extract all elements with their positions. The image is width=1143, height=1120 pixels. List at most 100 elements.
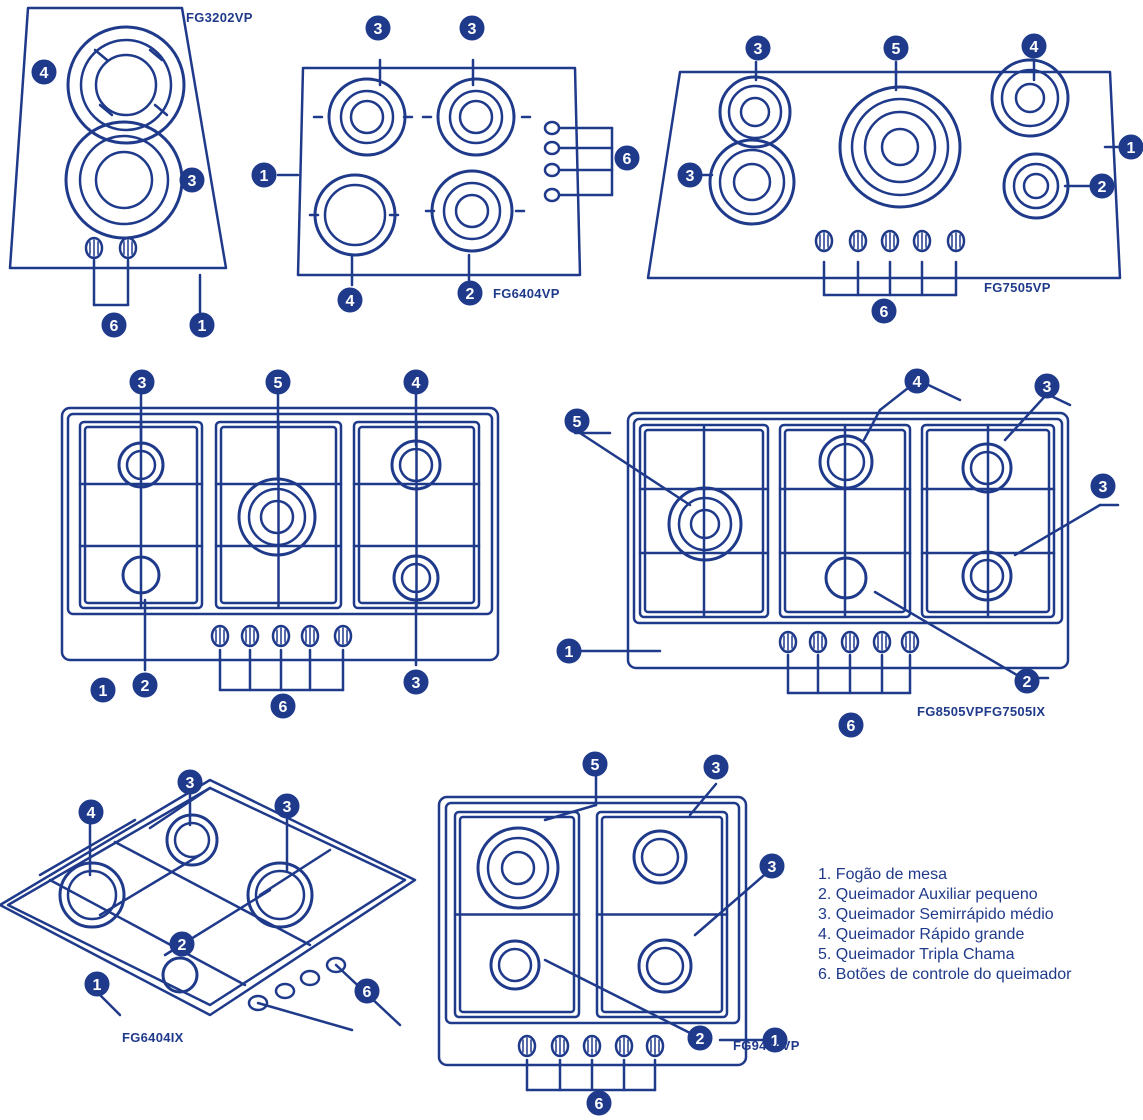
leader-line	[862, 408, 882, 442]
leader-line	[1003, 392, 1049, 442]
cooktop-8505-burner-triple-ring	[667, 486, 743, 562]
callout-number-3: 3	[188, 173, 197, 190]
grate-finger	[93, 48, 109, 62]
cooktop-8505-burner-ring	[818, 434, 874, 490]
callout-number-6: 6	[880, 304, 889, 321]
callout-badge-4	[904, 368, 930, 394]
legend-item-4: 4. Queimador Rápido grande	[818, 926, 1025, 943]
fg7505vp-burner-triple-ring	[850, 97, 950, 197]
leader-line	[543, 803, 598, 822]
fg6404vp-burner-ring	[349, 99, 385, 135]
fg6404vp-burner-ring	[448, 89, 504, 145]
cooktop-8505-burner-triple-ring	[677, 496, 733, 552]
grate-finger	[148, 48, 164, 62]
callout-badge-2	[132, 672, 158, 698]
cooktop-8505-burner-ring	[969, 558, 1005, 594]
control-knob	[880, 229, 900, 253]
control-knob	[543, 140, 561, 156]
callout-number-3: 3	[186, 775, 195, 792]
fg7505vp-burner-ring	[1012, 162, 1060, 210]
fg9404vp-burner-ring	[489, 939, 541, 991]
cooktop-8505-inner	[632, 417, 1064, 625]
fg7505vp-burner-ring	[1000, 68, 1060, 128]
callout-number-4: 4	[346, 293, 355, 310]
control-knob	[872, 630, 892, 654]
fg7505vp-burner-ring	[990, 58, 1070, 138]
callout-badge-2	[169, 931, 195, 957]
fg7505vp-burner-ring	[718, 75, 792, 149]
callout-number-2: 2	[1098, 179, 1107, 196]
callout-number-1: 1	[1127, 140, 1136, 157]
cooktop-5-inner	[66, 412, 494, 616]
callout-badge-5	[883, 35, 909, 61]
control-knob	[299, 969, 321, 987]
callout-badge-3	[403, 669, 429, 695]
callout-badge-2	[1089, 173, 1115, 199]
callout-number-5: 5	[573, 414, 582, 431]
callout-badge-1	[84, 971, 110, 997]
fg9404vp-burner-ring	[640, 837, 680, 877]
fg6404ix-burner-ring	[161, 956, 199, 994]
fg6404vp-panel	[296, 66, 582, 277]
callout-badge-2	[687, 1025, 713, 1051]
callout-number-6: 6	[279, 699, 288, 716]
fg3202vp-burner-medium-ring	[78, 134, 170, 226]
callout-badge-1	[90, 677, 116, 703]
leader-line	[693, 868, 772, 937]
callout-number-1: 1	[771, 1033, 780, 1050]
grate-finger	[153, 103, 169, 117]
control-knob	[582, 1034, 602, 1058]
callout-badge-4	[1021, 33, 1047, 59]
callout-badge-6	[838, 712, 864, 738]
fg6404ix-burner-ring	[246, 861, 314, 929]
control-knob	[274, 982, 296, 1000]
legend-item-5: 5. Queimador Tripla Chama	[818, 946, 1015, 963]
fg7505vp-burner-ring	[1014, 82, 1046, 114]
legend: 1. Fogão de mesa 2. Queimador Auxiliar p…	[818, 865, 1143, 985]
callout-number-2: 2	[141, 678, 150, 695]
callout-badge-4	[337, 287, 363, 313]
fg6404vp-burner-ring	[313, 173, 397, 257]
callout-number-6: 6	[363, 984, 372, 1001]
callout-badge-1	[251, 162, 277, 188]
fg6404ix-burner-ring	[173, 821, 211, 859]
callout-number-2: 2	[696, 1031, 705, 1048]
callout-number-5: 5	[274, 375, 283, 392]
callout-badge-1	[1118, 134, 1143, 160]
control-knob	[808, 630, 828, 654]
fg9404vp-burner-triple-ring	[486, 836, 550, 900]
callout-number-6: 6	[847, 718, 856, 735]
callout-badge-3	[459, 15, 485, 41]
control-knob	[325, 956, 347, 974]
control-knob	[300, 624, 320, 648]
callout-badge-3	[274, 793, 300, 819]
fg6404ix-burner-ring	[66, 869, 118, 921]
callout-number-4: 4	[412, 375, 421, 392]
control-knob	[271, 624, 291, 648]
callout-badge-5	[582, 751, 608, 777]
callout-badge-3	[1034, 373, 1060, 399]
callout-badge-3	[1090, 473, 1116, 499]
control-knob	[517, 1034, 537, 1058]
cooktop-8505-burner-ring	[961, 442, 1013, 494]
fg6404ix-panel	[0, 778, 417, 1017]
fg9404vp-inner	[444, 801, 741, 1025]
callout-badge-1	[762, 1027, 788, 1053]
callout-badge-6	[101, 312, 127, 338]
leader-line	[578, 431, 692, 507]
callout-number-4: 4	[913, 374, 922, 391]
control-knob	[848, 229, 868, 253]
callout-number-3: 3	[138, 375, 147, 392]
callout-badge-3	[703, 754, 729, 780]
cooktop-8505-burner-ring	[824, 556, 868, 600]
callout-number-6: 6	[110, 318, 119, 335]
model-label-fg6404vp: FG6404VP	[493, 286, 560, 301]
fg6404vp-burner-ring	[454, 193, 490, 229]
callout-badge-6	[586, 1090, 612, 1116]
leader-line	[688, 782, 718, 817]
callout-number-2: 2	[1023, 674, 1032, 691]
callout-badge-4	[31, 59, 57, 85]
leader-line	[256, 1001, 354, 1032]
